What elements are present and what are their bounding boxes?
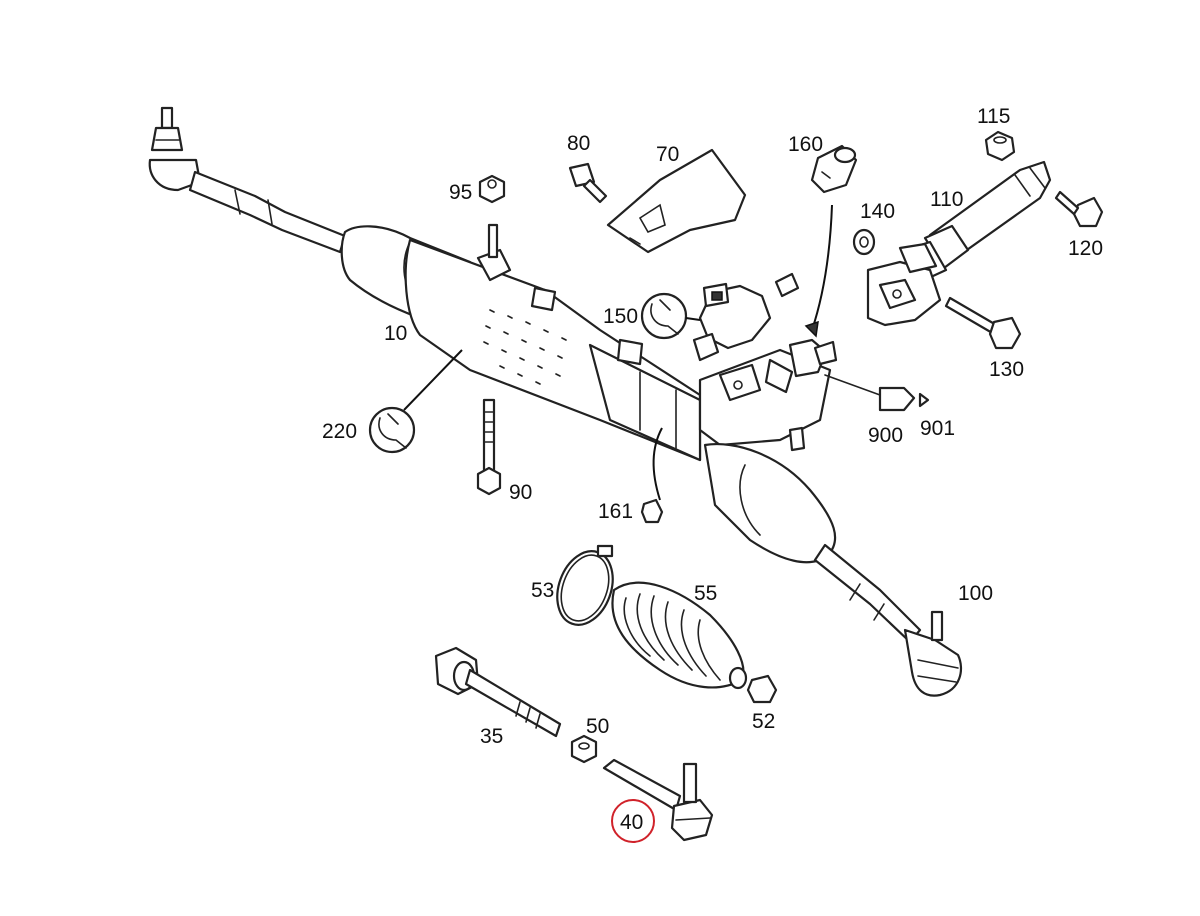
label-110: 110	[930, 188, 963, 211]
sleeve-160[interactable]	[810, 144, 858, 194]
nut-50[interactable]	[570, 734, 598, 764]
label-115: 115	[977, 105, 1010, 128]
label-40: 40	[620, 811, 643, 834]
label-52: 52	[752, 710, 775, 733]
outer-tie-rod-end-40[interactable]	[602, 758, 714, 842]
label-53: 53	[531, 579, 554, 602]
steering-rack-assembly[interactable]	[148, 106, 963, 697]
clamp-53[interactable]	[548, 543, 623, 632]
nut-95[interactable]	[478, 174, 506, 204]
label-140: 140	[860, 200, 895, 223]
label-10: 10	[384, 322, 407, 345]
inner-tie-rod-35[interactable]	[434, 646, 562, 738]
label-120: 120	[1068, 237, 1103, 260]
label-55: 55	[694, 582, 717, 605]
bolt-80[interactable]	[568, 162, 608, 204]
bolt-130[interactable]	[944, 296, 1022, 350]
label-130: 130	[989, 358, 1024, 381]
leader-900	[824, 374, 881, 396]
wrench-icon-220	[368, 406, 416, 454]
bolt-120[interactable]	[1054, 190, 1104, 228]
label-150: 150	[603, 305, 638, 328]
clamp-52[interactable]	[746, 674, 778, 704]
label-50: 50	[586, 715, 609, 738]
highlight-circle-40	[611, 799, 655, 843]
leader-161	[652, 427, 663, 501]
connector-900[interactable]	[878, 386, 916, 412]
leader-150	[685, 317, 701, 321]
label-900: 900	[868, 424, 903, 447]
universal-joint[interactable]	[866, 242, 942, 327]
cover-part-70[interactable]	[606, 148, 747, 254]
bolt-161[interactable]	[640, 498, 664, 524]
washer-140[interactable]	[852, 228, 876, 256]
label-80: 80	[567, 132, 590, 155]
pin-901[interactable]	[918, 392, 930, 408]
label-901: 901	[920, 417, 955, 440]
label-161: 161	[598, 500, 633, 523]
label-95: 95	[449, 181, 472, 204]
label-100: 100	[958, 582, 993, 605]
wrench-icon-150	[640, 292, 688, 340]
arrow-160-head	[804, 320, 819, 338]
bolt-90[interactable]	[476, 398, 502, 496]
label-90: 90	[509, 481, 532, 504]
arrow-160	[811, 204, 833, 331]
leader-220	[403, 349, 463, 411]
label-220: 220	[322, 420, 357, 443]
label-35: 35	[480, 725, 503, 748]
sensor-150[interactable]	[692, 272, 800, 362]
label-70: 70	[656, 143, 679, 166]
label-160: 160	[788, 133, 823, 156]
boot-55[interactable]	[611, 581, 748, 690]
nut-115[interactable]	[984, 130, 1016, 162]
